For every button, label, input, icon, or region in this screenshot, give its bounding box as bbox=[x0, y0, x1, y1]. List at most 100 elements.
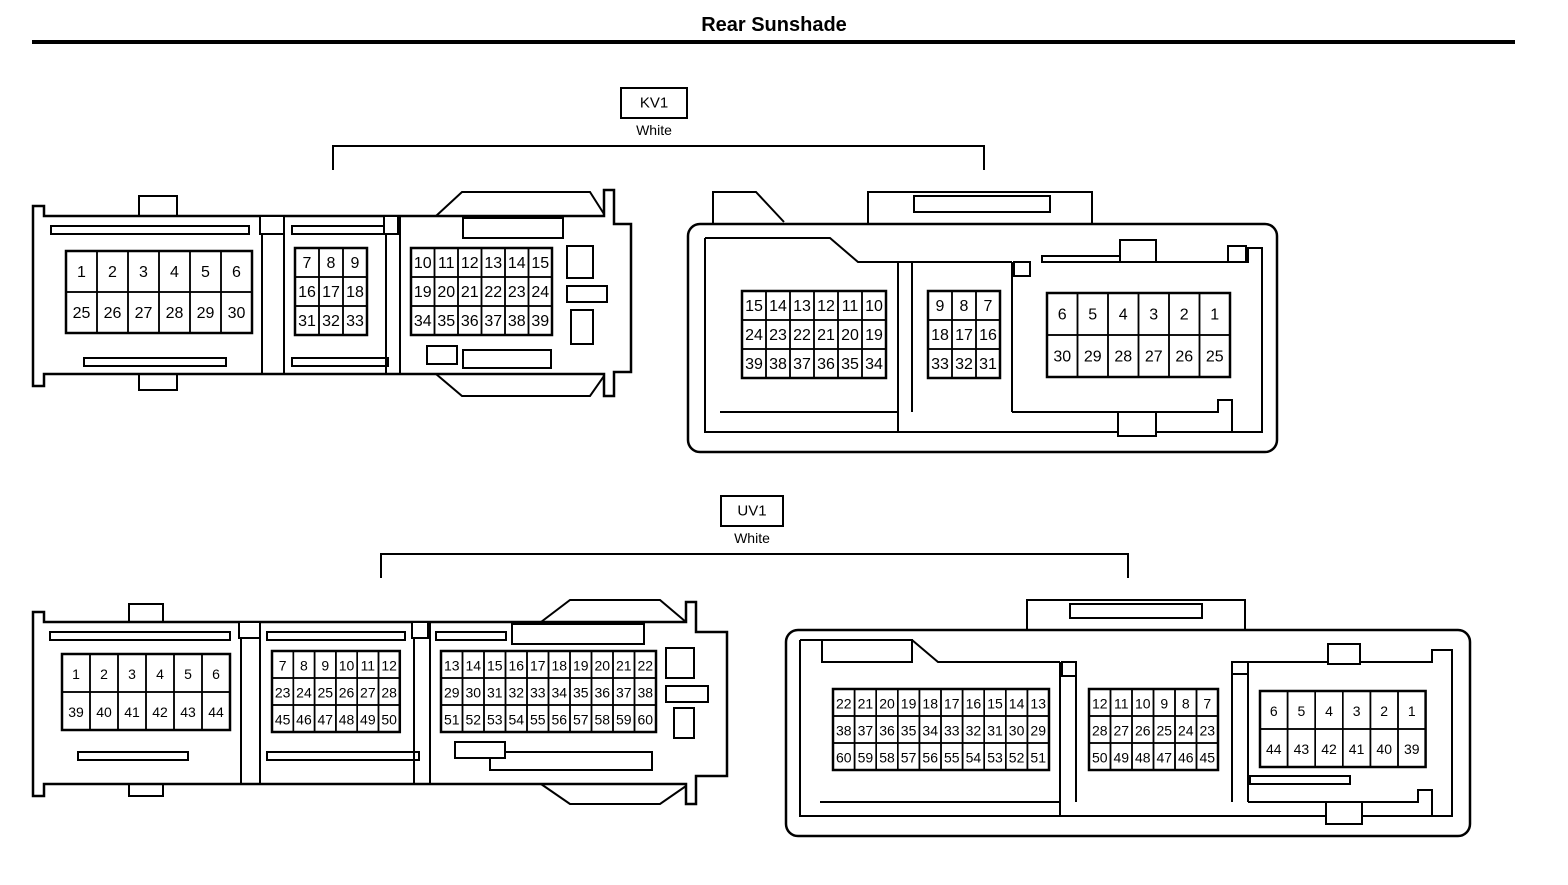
terminal-number: 43 bbox=[180, 704, 196, 720]
terminal-number: 10 bbox=[414, 255, 432, 272]
terminal-number: 58 bbox=[594, 712, 610, 728]
rib bbox=[435, 631, 507, 641]
terminal-number: 9 bbox=[351, 255, 360, 272]
terminal-cell bbox=[377, 704, 401, 733]
terminal-number: 29 bbox=[444, 685, 460, 701]
terminal-number: 40 bbox=[1376, 741, 1392, 757]
terminal-number: 21 bbox=[616, 658, 632, 674]
terminal-number: 34 bbox=[414, 313, 432, 330]
rib bbox=[50, 225, 250, 235]
terminal-number: 22 bbox=[637, 658, 653, 674]
terminal-cell bbox=[220, 291, 253, 334]
terminal-number: 34 bbox=[551, 685, 567, 701]
housing-outline bbox=[540, 783, 687, 805]
terminal-number: 45 bbox=[275, 712, 291, 728]
terminal-number: 6 bbox=[232, 264, 241, 281]
terminal-number: 37 bbox=[858, 723, 874, 739]
terminal-number: 32 bbox=[322, 313, 340, 330]
key-slot bbox=[454, 741, 506, 759]
latch-notch bbox=[238, 621, 261, 639]
terminal-number: 8 bbox=[960, 298, 969, 315]
terminal-number: 35 bbox=[573, 685, 589, 701]
terminal-number: 8 bbox=[1182, 696, 1190, 712]
terminal-number: 4 bbox=[156, 666, 164, 682]
terminal-number: 7 bbox=[303, 255, 312, 272]
terminal-number: 11 bbox=[438, 255, 455, 272]
rib bbox=[291, 225, 389, 235]
terminal-number: 58 bbox=[879, 750, 895, 766]
key-slot bbox=[570, 309, 594, 345]
page-title: Rear Sunshade bbox=[701, 14, 847, 36]
inner-outline bbox=[799, 640, 1453, 817]
latch-notch bbox=[1231, 661, 1249, 675]
terminal-number: 53 bbox=[987, 750, 1003, 766]
terminal-number: 30 bbox=[228, 305, 246, 322]
terminal-number: 29 bbox=[1030, 723, 1046, 739]
key-slot bbox=[665, 647, 695, 679]
latch-notch bbox=[383, 215, 399, 235]
terminal-number: 19 bbox=[901, 696, 917, 712]
terminal-number: 20 bbox=[437, 284, 455, 301]
terminal-number: 14 bbox=[508, 255, 526, 272]
terminal-number: 52 bbox=[465, 712, 481, 728]
terminal-number: 18 bbox=[551, 658, 567, 674]
connector-color: White bbox=[636, 122, 672, 138]
terminal-number: 24 bbox=[1178, 723, 1194, 739]
terminal-number: 50 bbox=[381, 712, 397, 728]
terminal-number: 19 bbox=[414, 284, 432, 301]
terminal-number: 9 bbox=[1160, 696, 1168, 712]
terminal-number: 48 bbox=[339, 712, 355, 728]
terminal-number: 7 bbox=[984, 298, 993, 315]
rib bbox=[1249, 775, 1351, 785]
rib bbox=[49, 631, 231, 641]
terminal-number: 2 bbox=[100, 666, 108, 682]
terminal-cell bbox=[1198, 334, 1231, 378]
terminal-number: 10 bbox=[865, 298, 883, 315]
terminal-number: 31 bbox=[987, 723, 1003, 739]
terminal-cell bbox=[861, 348, 887, 379]
terminal-number: 28 bbox=[1114, 349, 1132, 366]
terminal-number: 3 bbox=[1149, 307, 1158, 324]
terminal-number: 15 bbox=[987, 696, 1003, 712]
terminal-number: 5 bbox=[1298, 703, 1306, 719]
terminal-number: 5 bbox=[1088, 307, 1097, 324]
latch-notch bbox=[1013, 261, 1031, 277]
terminal-number: 22 bbox=[484, 284, 502, 301]
terminal-cell bbox=[1195, 742, 1219, 771]
terminal-number: 17 bbox=[322, 284, 340, 301]
inner-outline bbox=[1012, 399, 1233, 432]
terminal-number: 47 bbox=[317, 712, 333, 728]
key-slot bbox=[673, 707, 695, 739]
terminal-number: 35 bbox=[437, 313, 455, 330]
terminal-number: 12 bbox=[381, 658, 397, 674]
connector-bracket bbox=[380, 553, 1129, 578]
terminal-number: 7 bbox=[279, 658, 287, 674]
terminal-number: 36 bbox=[461, 313, 479, 330]
terminal-number: 42 bbox=[152, 704, 168, 720]
terminal-cell bbox=[1397, 728, 1427, 768]
top-tab-inner bbox=[1069, 603, 1203, 619]
terminal-number: 27 bbox=[1145, 349, 1163, 366]
terminal-number: 6 bbox=[1058, 307, 1067, 324]
terminal-number: 24 bbox=[745, 327, 763, 344]
terminal-number: 20 bbox=[841, 327, 859, 344]
inner-outline bbox=[704, 238, 1263, 433]
housing-outline bbox=[435, 191, 605, 217]
rib bbox=[489, 751, 653, 771]
terminal-number: 32 bbox=[508, 685, 524, 701]
terminal-number: 23 bbox=[769, 327, 787, 344]
terminal-number: 33 bbox=[530, 685, 546, 701]
terminal-number: 30 bbox=[1009, 723, 1025, 739]
rib bbox=[266, 751, 420, 761]
terminal-number: 19 bbox=[573, 658, 589, 674]
latch-tab bbox=[1117, 411, 1157, 437]
inner-outline bbox=[820, 801, 1061, 816]
latch-tab bbox=[138, 195, 178, 219]
